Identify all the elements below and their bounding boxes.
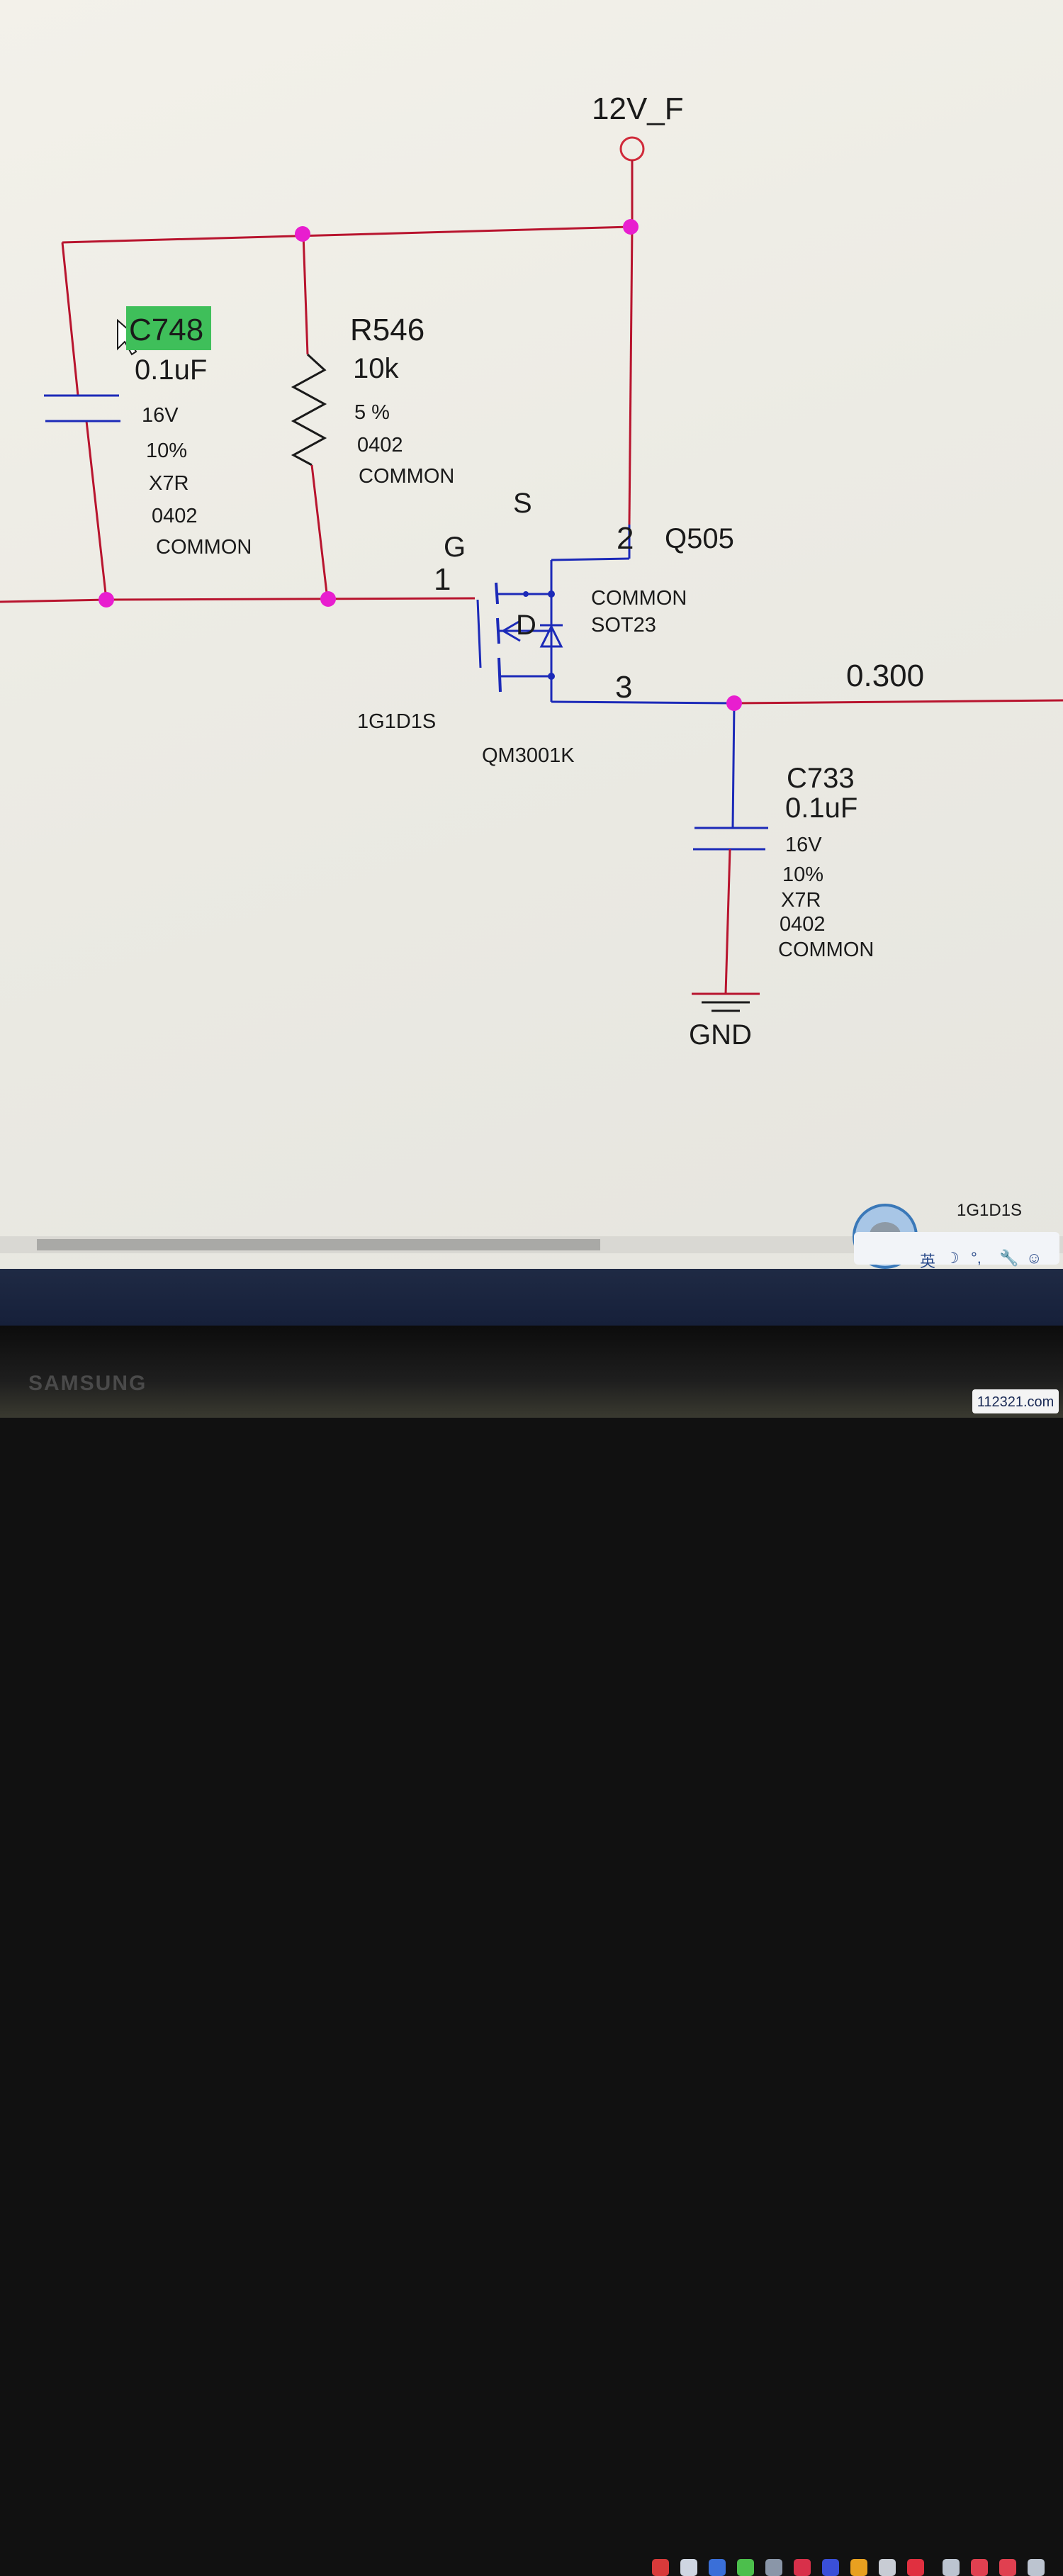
net-label-output: 0.300: [846, 659, 925, 693]
wire-gate-left: [0, 598, 107, 603]
q505-arrow: [501, 620, 521, 642]
wire-output: [733, 699, 1063, 705]
c733-dielectric: X7R: [781, 889, 821, 912]
q505-type: COMMON: [591, 587, 687, 610]
schematic-editor-canvas[interactable]: 12V_F C748 0.1uF 16V 10% X7R 0402 COMMON…: [0, 0, 1063, 1270]
c733-package: 0402: [780, 913, 826, 936]
r546-package: 0402: [357, 434, 403, 457]
q505-dot-3: [523, 591, 529, 597]
tray-icon-2[interactable]: [680, 2559, 697, 2576]
tray-icon-6[interactable]: [794, 2559, 811, 2576]
usb-icon[interactable]: [879, 2559, 896, 2576]
net-12v-symbol: [619, 136, 645, 162]
wire-r546-bottom: [310, 464, 329, 600]
tray-icon-12[interactable]: [971, 2559, 988, 2576]
tray-icon-3[interactable]: [709, 2559, 726, 2576]
punctuation-icon[interactable]: °,: [971, 1249, 982, 1267]
c733-value: 0.1uF: [785, 793, 858, 824]
q505-pin2: 2: [617, 521, 634, 556]
q505-gate-bar: [476, 599, 482, 668]
ime-lang-toggle[interactable]: 英: [920, 1253, 936, 1270]
c733-ref[interactable]: C733: [787, 763, 855, 794]
gnd-label: GND: [689, 1019, 752, 1051]
wechat-icon[interactable]: [737, 2559, 754, 2576]
tray-icon-5[interactable]: [765, 2559, 782, 2576]
wire-c748-bottom: [85, 420, 108, 600]
q505-pin-g: G: [444, 532, 466, 563]
c748-dielectric: X7R: [149, 472, 189, 495]
wrench-icon[interactable]: 🔧: [999, 1249, 1019, 1267]
tray-icon-13[interactable]: [999, 2559, 1016, 2576]
c748-ref[interactable]: C748: [129, 313, 204, 347]
wire-c748-top: [61, 242, 79, 396]
monitor-brand-logo: SAMSUNG: [28, 1372, 147, 1395]
ime-toolbar[interactable]: [854, 1232, 1059, 1265]
c748-value: 0.1uF: [135, 354, 208, 386]
wire-c733-bottom: [724, 849, 731, 995]
tray-icon-7[interactable]: [822, 2559, 839, 2576]
junction-output: [726, 695, 742, 711]
monitor-bezel: [0, 1326, 1063, 1418]
wire-r546-top: [302, 233, 309, 355]
c748-tolerance: 10%: [146, 439, 188, 462]
junction-r546-top: [295, 226, 310, 242]
moon-icon[interactable]: ☽: [945, 1249, 960, 1267]
wire-gate: [106, 597, 476, 601]
q505-pinout: 1G1D1S: [357, 710, 437, 733]
corner-pinout-label: 1G1D1S: [957, 1201, 1023, 1220]
windows-taskbar[interactable]: [0, 1269, 1063, 2576]
q505-part: QM3001K: [482, 744, 575, 767]
q505-pin2-horiz: [551, 557, 630, 561]
q505-pin3: 3: [615, 670, 633, 705]
wire-top-rail: [62, 225, 633, 244]
c733-type: COMMON: [778, 939, 874, 961]
q505-pin-s: S: [513, 488, 532, 519]
q505-package: SOT23: [591, 614, 656, 637]
network-icon[interactable]: [943, 2559, 960, 2576]
junction-r546-bottom: [320, 591, 336, 607]
net-label-12v: 12V_F: [592, 91, 684, 126]
q505-dot-2: [548, 673, 555, 680]
c748-type: COMMON: [156, 536, 252, 559]
r546-value: 10k: [353, 353, 399, 384]
c733-tolerance: 10%: [782, 863, 824, 886]
r546-ref[interactable]: R546: [350, 313, 425, 347]
c748-package: 0402: [152, 505, 198, 527]
junction-c748-bottom: [99, 592, 114, 607]
r546-type: COMMON: [359, 465, 455, 488]
tray-icon-10[interactable]: [907, 2559, 924, 2576]
c748-selection-highlight: [126, 306, 211, 350]
q505-channel-3: [497, 657, 502, 693]
tray-icon-8[interactable]: [850, 2559, 867, 2576]
q505-channel-1: [495, 582, 499, 605]
c733-voltage: 16V: [785, 834, 822, 856]
q505-dot-1: [548, 590, 555, 598]
site-watermark: 112321.com: [972, 1389, 1059, 1413]
r546-tolerance: 5 %: [354, 401, 390, 424]
r546-zigzag: [291, 353, 327, 466]
q505-channel-2: [496, 617, 500, 644]
smile-icon[interactable]: ☺: [1026, 1249, 1042, 1267]
horizontal-scrollbar-thumb[interactable]: [37, 1239, 600, 1250]
junction-12v: [623, 219, 639, 235]
c748-voltage: 16V: [142, 404, 179, 427]
q505-pin1: 1: [434, 562, 451, 597]
tray-icon-1[interactable]: [652, 2559, 669, 2576]
q505-pin-d: D: [516, 610, 536, 641]
wire-c733-top: [731, 702, 736, 829]
q505-ref[interactable]: Q505: [665, 523, 734, 554]
wire-source-drop: [628, 226, 634, 525]
diode-triangle: [539, 624, 563, 648]
volume-icon[interactable]: [1028, 2559, 1045, 2576]
schematic-drawing[interactable]: [0, 0, 1063, 1233]
wire-drain-blue: [551, 700, 735, 705]
